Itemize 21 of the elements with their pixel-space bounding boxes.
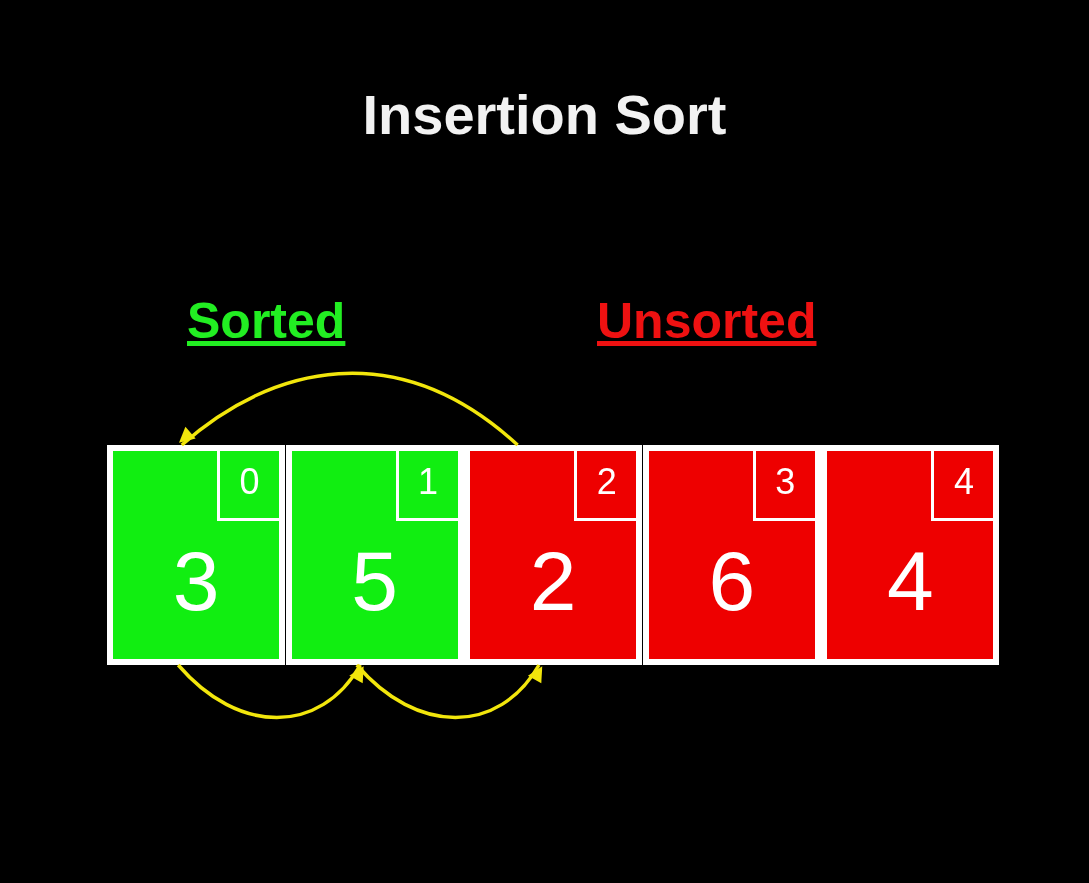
index-box: 2 (574, 451, 637, 521)
cell-value: 2 (528, 533, 578, 630)
index-box: 0 (217, 451, 279, 521)
array-cell (285, 445, 464, 665)
section-heading: Unsorted (597, 292, 817, 350)
section-heading: Sorted (187, 292, 346, 350)
cell-value: 5 (350, 533, 399, 630)
index-box: 3 (752, 451, 815, 521)
array-cell (642, 445, 821, 665)
array-cell (821, 445, 1000, 665)
cell-value: 6 (707, 533, 757, 630)
array-cell (107, 445, 285, 665)
index-box: 1 (395, 451, 458, 521)
title: Insertion Sort (361, 82, 728, 147)
array-cell (464, 445, 643, 665)
curved-arrow (179, 372, 519, 447)
index-box: 4 (931, 451, 994, 521)
cell-value: 4 (886, 533, 935, 630)
curved-arrow (355, 663, 543, 720)
cell-value: 3 (171, 533, 221, 630)
curved-arrow (176, 663, 364, 720)
